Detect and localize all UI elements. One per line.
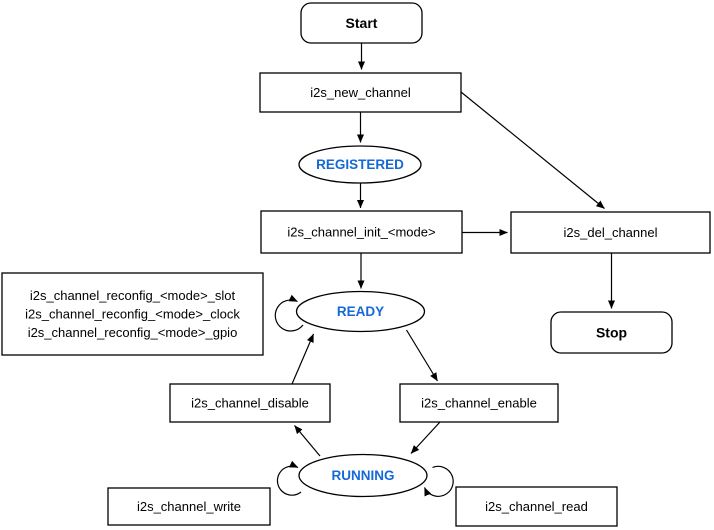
state-ready: READY [295, 290, 426, 333]
ready-ellipse [295, 290, 426, 333]
state-registered: REGISTERED [298, 145, 422, 184]
del-channel-label: i2s_del_channel [564, 225, 658, 240]
init-label: i2s_channel_init_<mode> [287, 225, 435, 240]
reconfig-line-gpio: i2s_channel_reconfig_<mode>_gpio [28, 325, 238, 340]
node-disable: i2s_channel_disable [169, 383, 331, 423]
reconfig-box [1, 272, 264, 356]
init-box [260, 210, 463, 254]
write-label: i2s_channel_write [137, 499, 241, 514]
edge-running-self-loop-right [423, 465, 454, 497]
edges [274, 43, 616, 497]
disable-box [169, 383, 331, 423]
node-new-channel: i2s_new_channel [259, 72, 462, 113]
node-read: i2s_channel_read [455, 486, 618, 527]
node-stop: Stop [550, 311, 673, 354]
new-channel-label: i2s_new_channel [310, 85, 411, 100]
edge-running-to-disable [294, 425, 321, 457]
start-box [300, 2, 423, 44]
enable-label: i2s_channel_enable [421, 396, 537, 411]
del-channel-box [510, 211, 711, 254]
read-label: i2s_channel_read [485, 499, 588, 514]
node-init: i2s_channel_init_<mode> [260, 210, 463, 254]
node-del-channel: i2s_del_channel [510, 211, 711, 254]
edge-new-channel-to-del-channel [460, 91, 605, 209]
enable-box [399, 383, 559, 423]
edge-running-self-loop-left [276, 460, 302, 496]
disable-label: i2s_channel_disable [191, 396, 309, 411]
edge-disable-to-ready [291, 333, 315, 385]
read-box [455, 486, 618, 527]
state-running: RUNNING [298, 453, 428, 498]
ready-label: READY [337, 304, 384, 319]
new-channel-box [259, 72, 462, 113]
stop-label: Stop [596, 325, 627, 341]
running-ellipse [298, 453, 428, 498]
registered-ellipse [298, 145, 422, 184]
edge-ready-self-loop [274, 294, 304, 332]
node-reconfig: i2s_channel_reconfig_<mode>_slot i2s_cha… [1, 272, 264, 356]
reconfig-line-clock: i2s_channel_reconfig_<mode>_clock [25, 307, 240, 322]
start-label: Start [346, 15, 378, 31]
running-label: RUNNING [332, 468, 395, 483]
stop-box [550, 311, 673, 354]
edge-ready-to-enable [405, 329, 439, 382]
node-write: i2s_channel_write [107, 487, 271, 526]
node-start: Start [300, 2, 423, 44]
node-enable: i2s_channel_enable [399, 383, 559, 423]
reconfig-line-slot: i2s_channel_reconfig_<mode>_slot [30, 288, 236, 303]
edge-enable-to-running [410, 421, 441, 454]
write-box [107, 487, 271, 526]
registered-label: REGISTERED [316, 157, 404, 172]
